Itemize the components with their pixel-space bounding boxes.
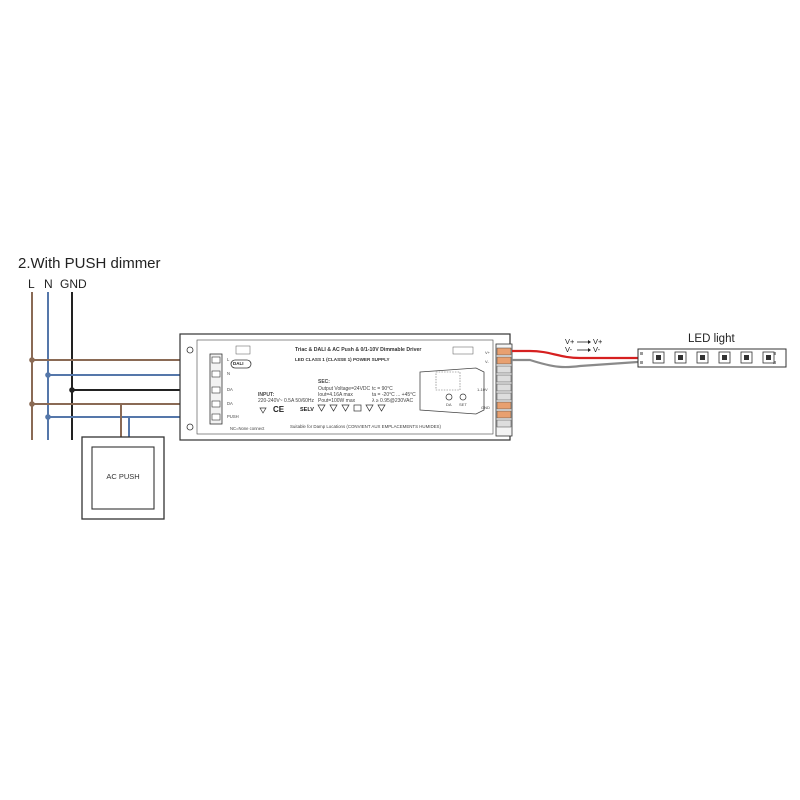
ac-push-switch-inner [91, 446, 155, 510]
driver-window [419, 367, 485, 415]
led-chip-core [656, 355, 661, 360]
term-left-da2: DA [227, 401, 233, 406]
term-right-gnd: GND [481, 405, 490, 410]
term-left-n: N [227, 371, 231, 376]
wire-label-n: N [44, 277, 53, 291]
output-gray-wire [512, 358, 639, 369]
vminus-target-label: V- [593, 345, 601, 354]
led-chip-core [722, 355, 727, 360]
junction-dot [45, 414, 51, 420]
selv-mark: SELV [300, 407, 314, 413]
dip-switch-diagram [235, 345, 251, 355]
output-voltage: Output Voltage=24VDC [318, 386, 371, 392]
power-factor: λ ≥ 0.95@230VAC [372, 398, 414, 404]
diagram-title: 2.With PUSH dimmer [18, 255, 161, 272]
dali-logo [230, 359, 252, 369]
led-chip-core [744, 355, 749, 360]
dip-switch-diagram-right [452, 346, 474, 355]
term-left-l: L [227, 357, 230, 362]
output-power: Pout=100W max [318, 398, 356, 404]
wire-label-gnd: GND [60, 277, 87, 291]
junction-dot [69, 387, 75, 393]
driver-subtitle: LED CLASS 1 (CLASSE 1) POWER SUPPLY [295, 357, 390, 362]
knob-da-label: DA [446, 402, 452, 407]
driver-dotted-box [435, 371, 461, 391]
term-right-vminus: V- [485, 359, 489, 364]
sec-title: SEC: [318, 379, 330, 385]
nc-note: NC=None connect [230, 426, 265, 431]
tc-rating: tc = 90°C [372, 386, 393, 392]
mount-hole [186, 423, 194, 431]
led-chip-core [766, 355, 771, 360]
junction-dot [29, 401, 35, 407]
term-right-dim: 1-10V [477, 387, 488, 392]
junction-dot [29, 357, 35, 363]
junction-dot [45, 372, 51, 378]
output-red-wire [512, 349, 638, 360]
knob-set-label: SET [459, 402, 467, 407]
led-chip-core [700, 355, 705, 360]
vplus-target-label: V+ [593, 337, 603, 346]
dali-logo-text: DALI [233, 361, 244, 366]
knob-set-icon [459, 393, 467, 401]
vplus-source-label: V+ [565, 337, 575, 346]
damp-note: Suitable for Damp Locations (CONVIENT AU… [290, 424, 441, 429]
vminus-arrowhead [588, 348, 591, 352]
vminus-source-label: V- [565, 345, 573, 354]
mount-hole [186, 346, 194, 354]
term-left-da1: DA [227, 387, 233, 392]
led-light-label: LED light [688, 333, 735, 345]
term-right-vplus: V+ [485, 350, 491, 355]
ce-mark: CE [273, 405, 285, 414]
output-terminal-plugs [496, 347, 512, 428]
output-current: Iout=4.16A max [318, 392, 353, 398]
led-strip-pads [640, 352, 776, 364]
input-spec: 220-240V~ 0.5A 50/60Hz [258, 398, 315, 404]
certification-icons [259, 404, 386, 414]
term-left-push: PUSH [227, 414, 239, 419]
driver-name: Triac & DALI & AC Push & 0/1-10V Dimmabl… [295, 347, 422, 353]
input-terminal-screws [211, 356, 221, 421]
ac-push-label: AC PUSH [106, 472, 140, 481]
vplus-arrowhead [588, 340, 591, 344]
ta-rating: ta = -20°C ... +45°C [372, 392, 416, 398]
input-title: INPUT: [258, 392, 275, 398]
led-chip-core [678, 355, 683, 360]
wire-label-l: L [28, 277, 35, 291]
led-chips [652, 351, 775, 364]
knob-da-icon [445, 393, 453, 401]
